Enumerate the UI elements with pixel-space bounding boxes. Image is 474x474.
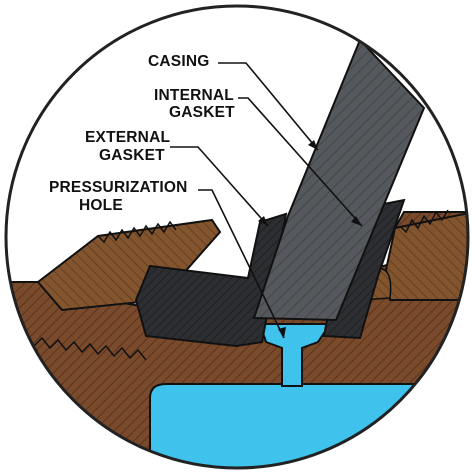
- casing-leader-line: [218, 62, 319, 151]
- external-gasket-label-line1: EXTERNAL: [85, 129, 170, 146]
- pressurization-hole-label-line2: HOLE: [79, 197, 123, 214]
- left-thread-teeth: [97, 220, 177, 244]
- internal-gasket-leader-line: [238, 97, 363, 227]
- internal-gasket-arrowhead: [351, 216, 362, 226]
- right-threaded-region: [384, 210, 468, 301]
- detail-circle-outline: [4, 4, 470, 470]
- external-gasket-label-line2: GASKET: [99, 147, 165, 164]
- external-gasket-arrowhead: [258, 216, 268, 226]
- pressurization-hole-label-line1: PRESSURIZATION: [49, 179, 188, 196]
- casing-arrowhead: [308, 140, 318, 150]
- internal-gasket-label-line1: INTERNAL: [154, 87, 234, 104]
- pressurization-hole-arrowhead: [278, 327, 286, 338]
- external-gasket-leader-line: [170, 146, 269, 227]
- external-gasket: [134, 212, 288, 348]
- casing: [252, 38, 426, 322]
- pressurization-hole-leader-line: [198, 189, 285, 339]
- casing-label: CASING: [148, 53, 209, 70]
- internal-gasket-label-line2: GASKET: [169, 104, 235, 121]
- right-thread-teeth: [399, 209, 449, 234]
